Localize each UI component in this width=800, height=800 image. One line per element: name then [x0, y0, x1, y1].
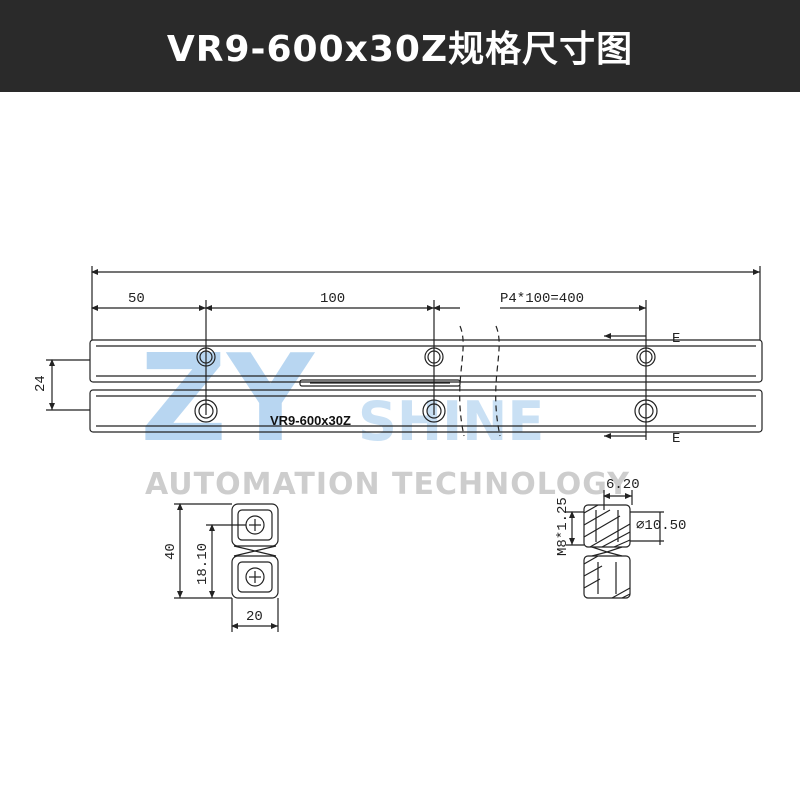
part-label: VR9-600x30Z: [270, 413, 351, 428]
watermark-tagline: AUTOMATION TECHNOLOGY: [145, 467, 630, 502]
dim-100: 100: [320, 291, 345, 307]
dim-pitch: P4*100=400: [500, 291, 584, 307]
dim-50: 50: [128, 291, 145, 307]
dim-thread: M8*1.25: [555, 497, 571, 556]
dim-24: 24: [33, 375, 49, 392]
dim-6-20: 6.20: [606, 477, 640, 493]
dim-40: 40: [163, 543, 179, 560]
section-mark-bottom: E: [672, 431, 680, 447]
watermark-logo: ZY: [140, 330, 316, 469]
watermark-brand: SHINE: [358, 390, 544, 453]
dim-10-50: ∅10.50: [636, 518, 686, 534]
page-title: VR9-600x30Z规格尺寸图: [166, 29, 634, 70]
dim-20: 20: [246, 609, 263, 625]
section-mark-top: E: [672, 331, 680, 347]
title-bar: VR9-600x30Z规格尺寸图: [0, 0, 800, 92]
dim-18-10: 18.10: [195, 543, 211, 585]
